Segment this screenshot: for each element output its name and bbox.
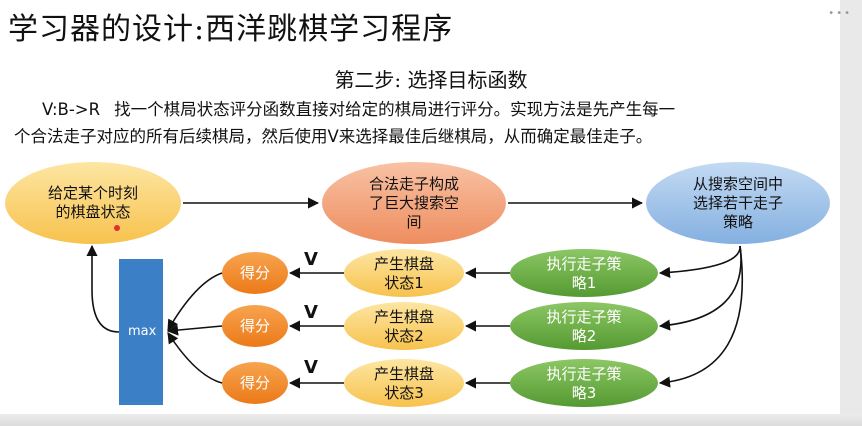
produce-node-2: [344, 302, 464, 350]
v-label-1: V: [304, 249, 318, 270]
score-label-1: 得分: [239, 263, 270, 282]
legal-moves-label: 合法走子构成 了巨大搜索空 间: [368, 174, 459, 231]
execute-node-1: [510, 249, 658, 297]
arrow-select-to-execute-1: [658, 245, 741, 278]
arrow-score-to-max-2: [166, 324, 223, 336]
v-label-3: V: [304, 357, 318, 378]
description-text-1: 找一个棋局状态评分函数直接对给定的棋局进行评分。实现方法是先产生每一: [114, 100, 676, 119]
produce-node-1: [344, 249, 464, 297]
slide-title: 学习器的设计:西洋跳棋学习程序: [8, 12, 454, 47]
execute-node-3: [510, 359, 658, 407]
legal-moves-node: [322, 162, 506, 244]
max-label: max: [128, 324, 157, 339]
score-label-3: 得分: [239, 373, 270, 392]
arrow-select-to-execute-2: [658, 245, 742, 331]
score-node-1: [222, 252, 288, 294]
score-label-2: 得分: [239, 316, 270, 335]
description-line-2: 个合法走子对应的所有后续棋局，然后使用V来选择最佳后继棋局，从而确定最佳走子。: [14, 127, 653, 146]
select-moves-label: 从搜索空间中 选择若干走子 策略: [692, 174, 783, 231]
produce-label-3: 产生棋盘 状态3: [373, 365, 434, 402]
execute-label-2: 执行走子策 略2: [546, 308, 622, 345]
execute-label-3: 执行走子策 略3: [546, 365, 622, 402]
max-bar: [119, 259, 163, 405]
function-signature: V:B->R: [42, 100, 101, 119]
select-moves-node: [646, 162, 830, 244]
arrow-select-to-execute-3: [658, 245, 744, 388]
pointer-dot: [114, 225, 120, 231]
produce-node-3: [344, 359, 464, 407]
produce-label-1: 产生棋盘 状态1: [373, 255, 434, 292]
bottom-bar: [0, 414, 862, 426]
description: V:B->R 找一个棋局状态评分函数直接对给定的棋局进行评分。实现方法是先产生每一…: [14, 96, 854, 150]
execute-label-1: 执行走子策 略1: [546, 255, 622, 292]
execute-node-2: [510, 302, 658, 350]
scrollbar-track[interactable]: [840, 0, 862, 426]
given-state-label: 给定某个时刻 的棋盘状态: [47, 184, 138, 221]
arrow-max-to-given: [86, 244, 120, 333]
score-node-2: [222, 305, 288, 347]
given-state-node: [5, 162, 181, 244]
score-node-3: [222, 362, 288, 404]
v-label-2: V: [304, 302, 318, 323]
arrow-score-to-max-3: [167, 332, 223, 384]
arrow-score-to-max-1: [167, 272, 223, 331]
slide-subtitle: 第二步: 选择目标函数: [334, 68, 528, 92]
more-icon[interactable]: •••: [828, 8, 852, 19]
description-line-1: V:B->R 找一个棋局状态评分函数直接对给定的棋局进行评分。实现方法是先产生每一: [42, 96, 854, 123]
produce-label-2: 产生棋盘 状态2: [373, 308, 434, 345]
